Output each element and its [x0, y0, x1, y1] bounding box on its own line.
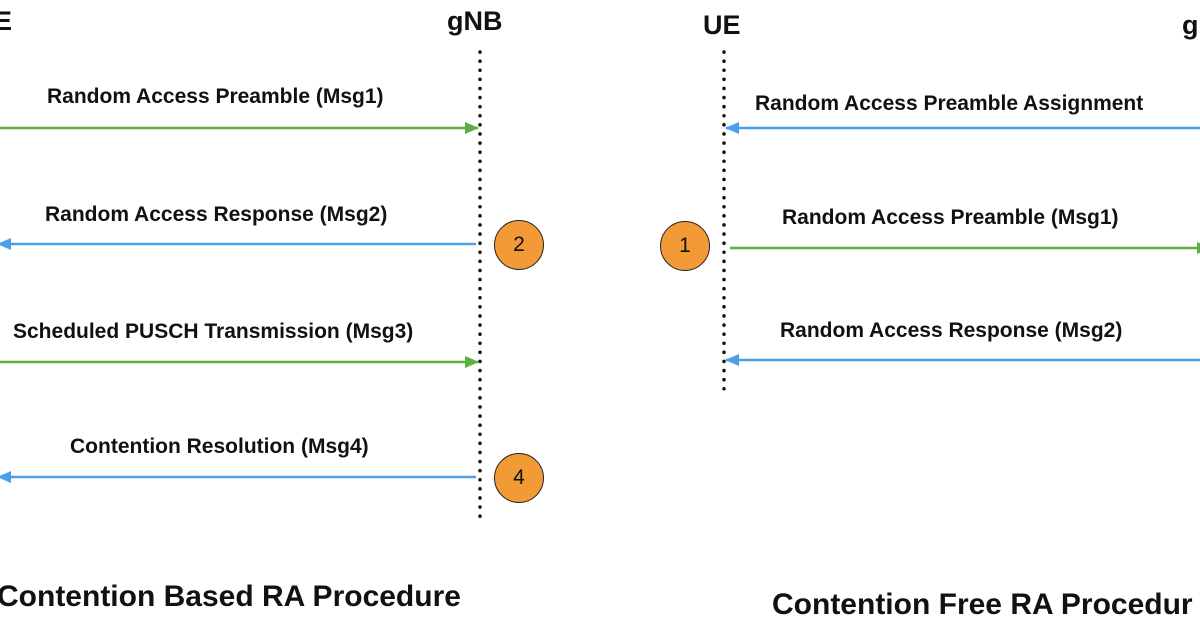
step-badge-4: 4 [494, 453, 544, 503]
left-gnb-label: gNB [447, 6, 503, 36]
right-gnb-label: g [1182, 10, 1199, 40]
right-procedure-caption: Contention Free RA Procedur [772, 588, 1193, 621]
step-badge-2: 2 [494, 220, 544, 270]
left-msg2-label: Random Access Response (Msg2) [45, 203, 388, 226]
left-msg1-label: Random Access Preamble (Msg1) [47, 85, 384, 108]
left-msg3-label: Scheduled PUSCH Transmission (Msg3) [13, 320, 414, 343]
right-assignment-label: Random Access Preamble Assignment [755, 92, 1144, 115]
left-msg4-label: Contention Resolution (Msg4) [70, 435, 369, 458]
step-badge-1: 1 [660, 221, 710, 271]
left-ue-label: E [0, 6, 13, 36]
right-ue-label: UE [703, 10, 741, 40]
right-msg2-label: Random Access Response (Msg2) [780, 319, 1123, 342]
right-msg1-label: Random Access Preamble (Msg1) [782, 206, 1119, 229]
left-procedure-caption: Contention Based RA Procedure [0, 580, 461, 613]
